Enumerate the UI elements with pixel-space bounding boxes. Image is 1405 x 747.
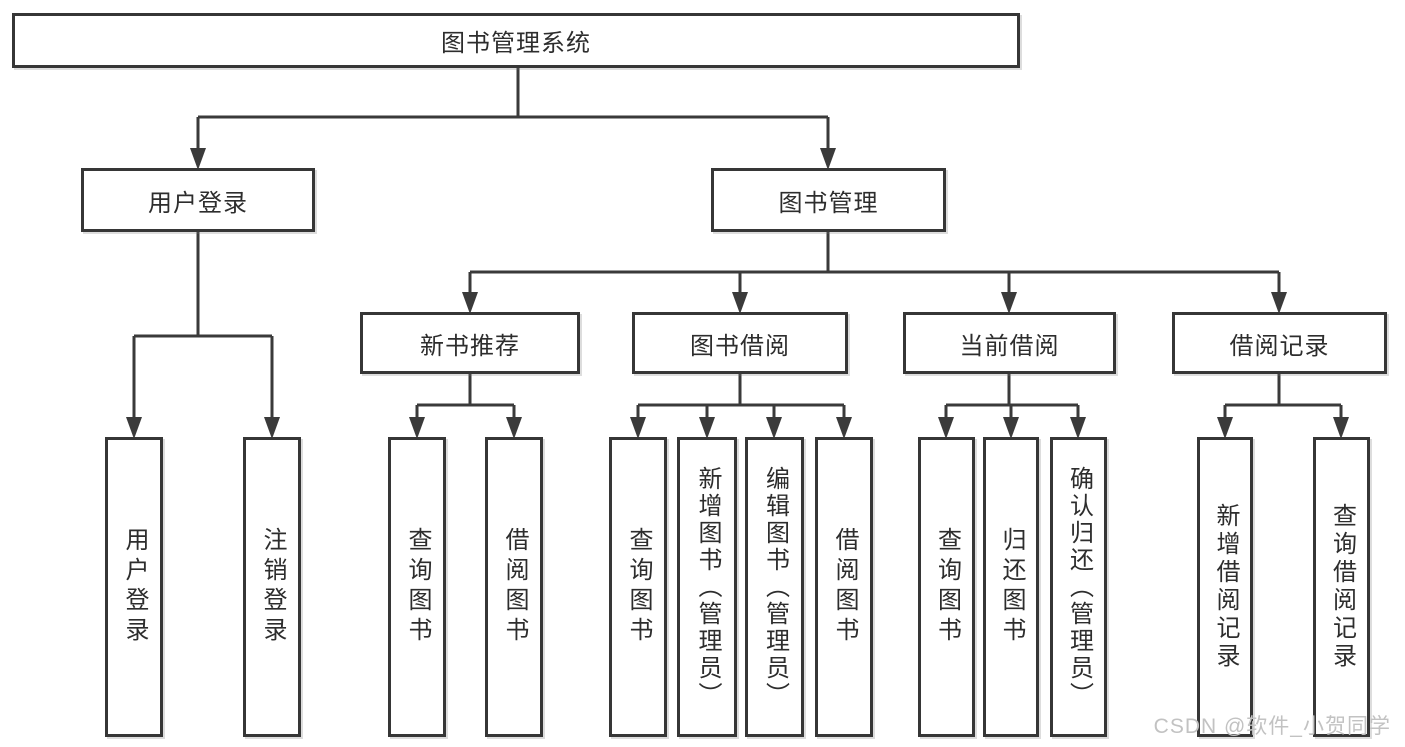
leaf-return-book: 归还图书 [983, 437, 1039, 737]
arrowhead-module2 [1001, 292, 1017, 314]
leaf-add-borrow-record-label: 新增借阅记录 [1212, 503, 1239, 671]
leaf-query-borrow-record: 查询借阅记录 [1313, 437, 1370, 737]
leaf-edit-book-admin-label: 编辑图书（管理员） [761, 465, 789, 709]
arrowhead-leaf0 [126, 417, 142, 439]
leaf-confirm-return-admin-label: 确认归还（管理员） [1065, 465, 1093, 709]
node-book-borrow-label: 图书借阅 [690, 332, 790, 360]
arrowhead-book-mgmt [820, 148, 836, 170]
leaf-borrow-book-2: 借阅图书 [815, 437, 873, 737]
leaf-logout-label: 注销登录 [259, 527, 286, 647]
leaf-query-book-1: 查询图书 [388, 437, 446, 737]
leaf-borrow-book-1-label: 借阅图书 [501, 527, 528, 647]
arrowhead-leaf5 [699, 417, 715, 439]
arrowhead-module1 [732, 292, 748, 314]
leaf-user-login-label: 用户登录 [121, 527, 148, 647]
node-system-root: 图书管理系统 [12, 13, 1020, 68]
arrowhead-leaf1 [264, 417, 280, 439]
node-system-root-label: 图书管理系统 [441, 30, 591, 57]
node-book-management-label: 图书管理 [778, 189, 879, 217]
arrowhead-leaf9 [1003, 417, 1019, 439]
csdn-watermark: CSDN @软件_小贺同学 [1153, 715, 1391, 738]
arrowhead-module0 [462, 292, 478, 314]
node-current-borrow-label: 当前借阅 [959, 332, 1060, 360]
leaf-add-book-admin-label: 新增图书（管理员） [694, 465, 721, 709]
leaf-borrow-book-2-label: 借阅图书 [831, 527, 858, 647]
arrowhead-leaf11 [1217, 417, 1233, 439]
leaf-borrow-book-1: 借阅图书 [485, 437, 543, 737]
leaf-query-book-2-label: 查询图书 [625, 527, 652, 647]
arrowhead-leaf6 [766, 417, 782, 439]
leaf-return-book-label: 归还图书 [998, 527, 1025, 647]
node-book-borrow: 图书借阅 [632, 312, 848, 374]
arrowhead-leaf12 [1333, 417, 1349, 439]
leaf-user-login: 用户登录 [105, 437, 163, 737]
leaf-logout: 注销登录 [243, 437, 301, 737]
arrowhead-leaf10 [1070, 417, 1086, 439]
arrowhead-leaf2 [409, 417, 425, 439]
node-user-login: 用户登录 [81, 168, 315, 232]
node-new-book-recommend-label: 新书推荐 [420, 332, 520, 360]
leaf-query-book-1-label: 查询图书 [404, 527, 431, 647]
leaf-edit-book-admin: 编辑图书（管理员） [745, 437, 804, 737]
arrowhead-leaf7 [836, 417, 852, 439]
node-user-login-label: 用户登录 [148, 189, 248, 217]
node-current-borrow: 当前借阅 [903, 312, 1116, 374]
arrowhead-leaf4 [630, 417, 646, 439]
leaf-add-borrow-record: 新增借阅记录 [1197, 437, 1253, 737]
leaf-add-book-admin: 新增图书（管理员） [677, 437, 737, 737]
node-borrow-records: 借阅记录 [1172, 312, 1387, 374]
arrowhead-user-login [190, 148, 206, 170]
node-book-management: 图书管理 [711, 168, 946, 232]
leaf-query-book-3: 查询图书 [918, 437, 975, 737]
arrowhead-leaf8 [938, 417, 954, 439]
leaf-query-borrow-record-label: 查询借阅记录 [1328, 503, 1356, 671]
leaf-confirm-return-admin: 确认归还（管理员） [1050, 437, 1107, 737]
node-borrow-records-label: 借阅记录 [1229, 332, 1330, 360]
arrowhead-leaf3 [506, 417, 522, 439]
node-new-book-recommend: 新书推荐 [360, 312, 580, 374]
leaf-query-book-2: 查询图书 [609, 437, 667, 737]
leaf-query-book-3-label: 查询图书 [933, 527, 961, 647]
arrowhead-module3 [1271, 292, 1287, 314]
